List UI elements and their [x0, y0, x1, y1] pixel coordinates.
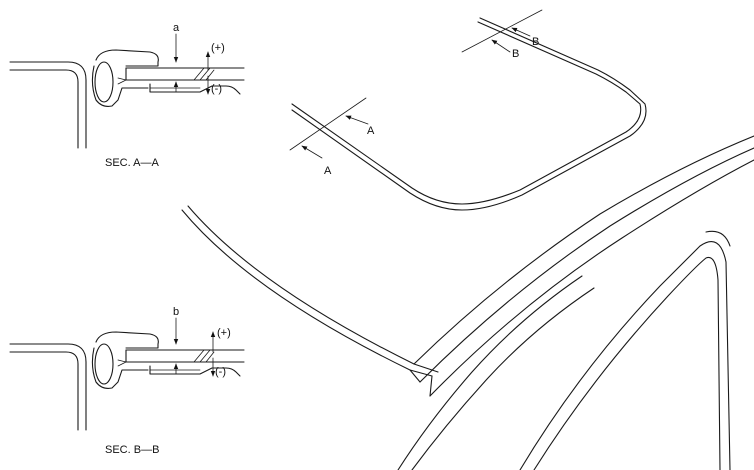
section-a-drawing — [9, 33, 245, 149]
roof-side-rail-3 — [429, 159, 754, 397]
section-b-frame — [149, 365, 241, 377]
section-b-seal-top — [95, 331, 159, 349]
section-a-roof-inner — [9, 69, 79, 149]
section-b-roof-outer — [9, 343, 87, 431]
door-window-frame-outer — [519, 241, 731, 470]
cut-line-a-arrow-lower — [301, 145, 323, 159]
section-a-caption: SEC. A—A — [105, 157, 159, 169]
door-window-corner — [705, 230, 731, 247]
section-b-plus-label: (+) — [217, 327, 231, 339]
section-a-glass-hatch — [193, 67, 215, 81]
cut-b-label-upper: B — [532, 36, 539, 48]
section-b-seal-outline — [91, 347, 149, 389]
cut-line-b-arrow-upper — [511, 27, 531, 37]
section-b-roof-inner — [9, 351, 79, 431]
roof-front-edge-inner — [187, 205, 439, 373]
sunroof-panel-outline — [291, 17, 647, 211]
section-b-minus-label: (-) — [215, 366, 226, 378]
section-a-seal-bulb — [94, 61, 114, 103]
cut-line-a — [289, 97, 369, 159]
section-a-roof-outer — [9, 61, 87, 149]
section-a-frame — [149, 83, 241, 95]
cut-b-label-lower: B — [512, 48, 519, 60]
roof-side-rail-2 — [419, 147, 754, 383]
section-b-glass-hatch — [193, 349, 215, 363]
cut-line-a-stroke — [289, 97, 367, 151]
roof-side-rail-1 — [413, 135, 754, 365]
cut-line-b-arrow-lower — [491, 39, 511, 53]
section-b-caption: SEC. B—B — [105, 444, 159, 456]
cut-a-label-upper: A — [367, 125, 375, 137]
cut-line-b-stroke — [461, 9, 543, 53]
section-b-dim-label: b — [173, 306, 179, 318]
pillar-outer-line — [397, 275, 583, 470]
pillar-base-joint — [409, 369, 433, 397]
cut-line-a-arrow-upper — [345, 115, 369, 125]
section-a-dim-label: a — [173, 22, 180, 34]
section-a-plus-label: (+) — [211, 42, 225, 54]
pillar-inner-line — [411, 287, 595, 470]
door-window-frame-inner — [533, 256, 721, 470]
cut-line-b — [461, 9, 543, 53]
vehicle-body-outline — [181, 135, 754, 470]
sunroof-panel-outer-edge — [291, 21, 642, 205]
section-b-drawing — [9, 317, 245, 431]
sunroof-panel-inner-edge — [291, 17, 647, 211]
section-a-seal-outline — [91, 65, 149, 107]
roof-front-edge-outer — [181, 209, 433, 377]
section-a-seal-top — [95, 49, 159, 67]
cut-a-label-lower: A — [324, 165, 332, 177]
section-a-seal-lip — [117, 77, 127, 85]
section-b-seal-bulb — [94, 343, 114, 385]
section-b-seal-lip — [117, 359, 127, 367]
section-a-minus-label: (-) — [211, 83, 222, 95]
